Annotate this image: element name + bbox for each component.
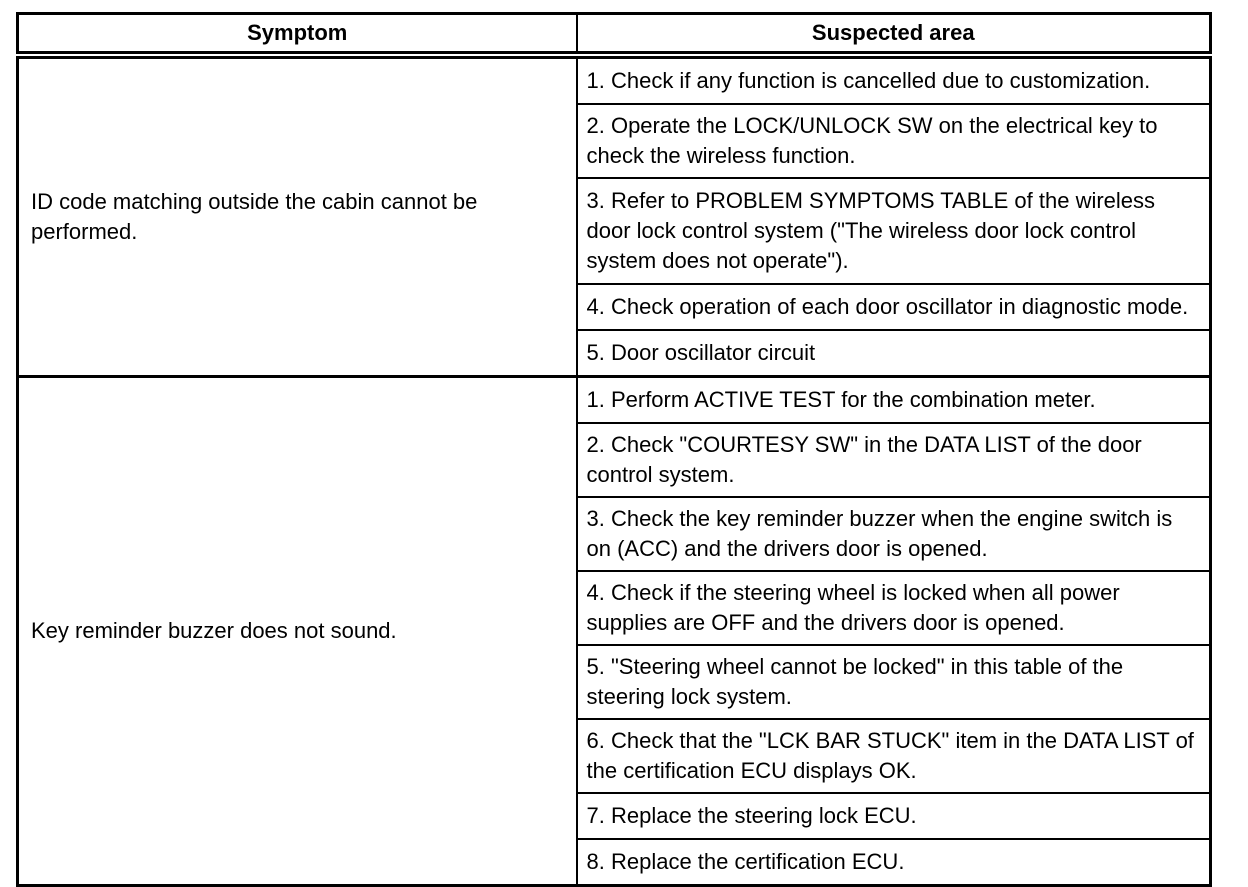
suspected-area-cell: 4. Check operation of each door oscillat… (575, 283, 1212, 331)
symptom-cell-key-reminder-buzzer: Key reminder buzzer does not sound. (16, 375, 578, 887)
header-row: Symptom Suspected area (16, 12, 1212, 59)
suspected-area-cell: 3. Refer to PROBLEM SYMPTOMS TABLE of th… (575, 177, 1212, 285)
table-row: 4. Check if the steering wheel is locked… (18, 570, 1212, 646)
table-row: 5. "Steering wheel cannot be locked" in … (18, 644, 1212, 720)
suspected-area-cell: 4. Check if the steering wheel is locked… (575, 570, 1212, 646)
suspected-area-cell: 2. Operate the LOCK/UNLOCK SW on the ele… (575, 103, 1212, 179)
suspected-area-cell: 3. Check the key reminder buzzer when th… (575, 496, 1212, 572)
symptom-cell-id-code-matching: ID code matching outside the cabin canno… (16, 54, 578, 378)
symptom-group-1: ID code matching outside the cabin canno… (16, 54, 1212, 378)
suspected-area-cell: 7. Replace the steering lock ECU. (575, 792, 1212, 840)
suspected-area-cell: 1. Check if any function is cancelled du… (575, 54, 1212, 105)
suspected-area-cell: 8. Replace the certification ECU. (575, 838, 1212, 887)
suspected-area-cell: 2. Check "COURTESY SW" in the DATA LIST … (575, 422, 1212, 498)
table-row: 4. Check operation of each door oscillat… (18, 283, 1212, 331)
table-row: 3. Check the key reminder buzzer when th… (18, 496, 1212, 572)
table-row: 2. Check "COURTESY SW" in the DATA LIST … (18, 422, 1212, 498)
suspected-area-cell: 5. "Steering wheel cannot be locked" in … (575, 644, 1212, 720)
table-row: 6. Check that the "LCK BAR STUCK" item i… (18, 718, 1212, 794)
table-row: 2. Operate the LOCK/UNLOCK SW on the ele… (18, 103, 1212, 179)
suspected-area-column-header: Suspected area (575, 12, 1212, 59)
symptom-column-header: Symptom (16, 12, 578, 59)
table-row: Key reminder buzzer does not sound. 1. P… (16, 375, 1212, 887)
table-row: ID code matching outside the cabin canno… (16, 54, 1212, 378)
table-row: 3. Refer to PROBLEM SYMPTOMS TABLE of th… (18, 177, 1212, 285)
symptom-group-2: Key reminder buzzer does not sound. 1. P… (16, 375, 1212, 887)
suspected-area-cell: 1. Perform ACTIVE TEST for the combinati… (575, 375, 1212, 424)
suspected-area-cell: 6. Check that the "LCK BAR STUCK" item i… (575, 718, 1212, 794)
problem-symptoms-table: Symptom Suspected area ID code matching … (16, 12, 1212, 887)
table-row: 5. Door oscillator circuit (18, 329, 1212, 378)
suspected-area-cell: 5. Door oscillator circuit (575, 329, 1212, 378)
